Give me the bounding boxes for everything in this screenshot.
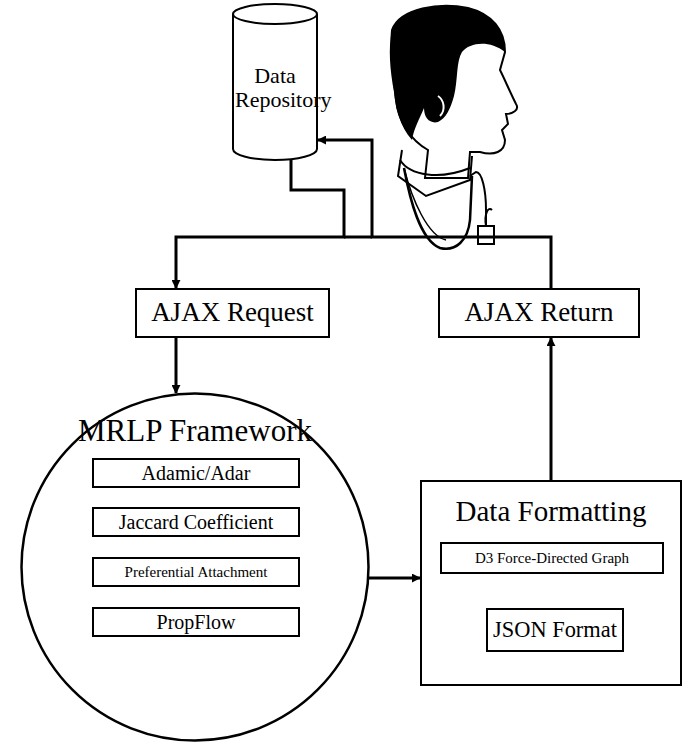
- node-label: MRLP Framework: [20, 414, 370, 448]
- flow-arrow: [176, 159, 344, 288]
- node-label: Preferential Attachment: [94, 564, 298, 581]
- flow-arrow: [369, 577, 420, 580]
- framework-circle: MRLP FrameworkAdamic/AdarJaccard Coeffic…: [20, 392, 370, 742]
- node-label: PropFlow: [94, 611, 298, 633]
- method-box: Preferential Attachment: [92, 557, 300, 587]
- node-label: AJAX Return: [440, 298, 638, 328]
- node-label: AJAX Request: [137, 298, 328, 328]
- node-label: Data Formatting: [422, 496, 680, 528]
- request-box: AJAX Request: [135, 288, 330, 338]
- node-label: Jaccard Coefficient: [94, 511, 298, 533]
- graph-box: D3 Force-Directed Graph: [440, 542, 664, 574]
- node-label: JSON Format: [488, 618, 622, 643]
- method-box: Adamic/Adar: [92, 458, 300, 488]
- flow-arrow: [175, 338, 178, 393]
- flow-arrow: [318, 140, 551, 288]
- node-label: Data Repository: [235, 64, 315, 112]
- flow-arrow: [550, 338, 553, 480]
- junction-bar: [344, 236, 372, 239]
- json-box: JSON Format: [486, 608, 624, 652]
- return-box: AJAX Return: [438, 288, 640, 338]
- method-box: PropFlow: [92, 607, 300, 637]
- doctor-figure: [390, 6, 517, 249]
- method-box: Jaccard Coefficient: [92, 507, 300, 537]
- data-repository-cylinder: Data Repository: [232, 3, 318, 161]
- node-label: Adamic/Adar: [94, 462, 298, 484]
- formatting-box: Data Formatting D3 Force-Directed GraphJS…: [420, 480, 682, 686]
- node-label: D3 Force-Directed Graph: [442, 550, 662, 567]
